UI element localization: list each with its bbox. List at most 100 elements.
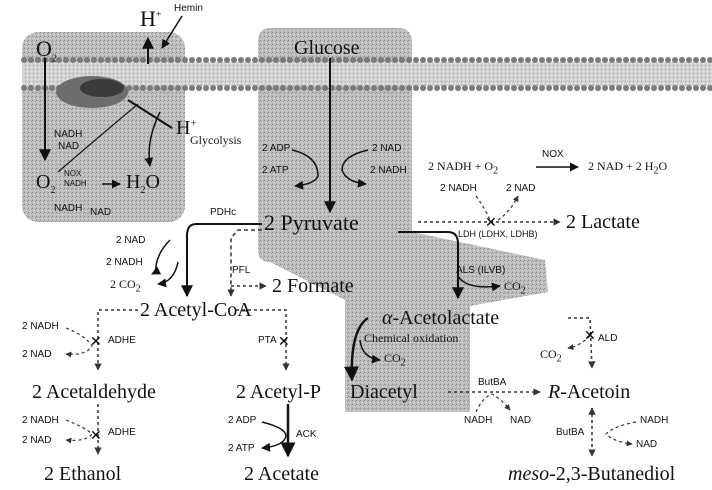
lipid-head: [469, 57, 475, 63]
arrow-ldh-nad: [498, 196, 518, 220]
lipid-head: [245, 85, 251, 91]
lipid-head: [616, 57, 622, 63]
water-label: H2O: [126, 172, 160, 196]
lipid-head: [427, 85, 433, 91]
nadh-left-label: NADH: [54, 204, 82, 214]
lipid-head: [161, 85, 167, 91]
pyruvate-label: 2 Pyruvate: [264, 212, 359, 234]
lipid-head: [259, 85, 265, 91]
lipid-head: [560, 57, 566, 63]
butba-top-enzyme-label: ButBA: [478, 378, 506, 388]
arrow-pyruvate-acetylcoa: [187, 224, 262, 296]
lipid-head: [406, 57, 412, 63]
lipid-head: [133, 85, 139, 91]
pdh-enzyme-label: PDHc: [210, 208, 236, 218]
lipid-head: [448, 57, 454, 63]
lipid-head: [693, 85, 699, 91]
pdh-nad-label: 2 NAD: [116, 236, 145, 246]
butba2-nadh-label: NADH: [640, 416, 668, 426]
ald-enzyme-label: ALD: [598, 334, 617, 344]
nox-small-nadh-label: NADH: [64, 180, 87, 188]
lipid-head: [21, 85, 27, 91]
lipid-head: [511, 57, 517, 63]
lipid-head: [476, 57, 482, 63]
lipid-head: [168, 85, 174, 91]
ack-adp-label: 2 ADP: [228, 416, 256, 426]
lipid-head: [266, 57, 272, 63]
lipid-head: [91, 57, 97, 63]
lipid-head: [70, 57, 76, 63]
lipid-head: [504, 57, 510, 63]
lipid-head: [245, 57, 251, 63]
lipid-head: [224, 57, 230, 63]
arrow-butba2-nadh: [606, 422, 636, 444]
lipid-head: [126, 57, 132, 63]
lipid-head: [259, 57, 265, 63]
lipid-head: [252, 85, 258, 91]
butanediol-label: meso-2,3-Butanediol: [508, 464, 675, 484]
lipid-head: [154, 57, 160, 63]
lipid-head: [560, 85, 566, 91]
lipid-head: [567, 57, 573, 63]
als-co2-label: CO2: [504, 280, 526, 296]
lipid-head: [280, 57, 286, 63]
acetyl-coa-label: 2 Acetyl-CoA: [140, 300, 252, 320]
r-acetoin-label: R-Acetoin: [548, 382, 630, 402]
cytochrome-core: [80, 79, 124, 97]
nad-left-label: NAD: [90, 208, 111, 218]
lipid-head: [385, 85, 391, 91]
nox-products-label: 2 NAD + 2 H2O: [588, 160, 667, 176]
lipid-head: [469, 85, 475, 91]
lipid-head: [532, 57, 538, 63]
lipid-head: [574, 85, 580, 91]
lipid-head: [490, 85, 496, 91]
ethanol-label: 2 Ethanol: [44, 464, 121, 484]
adhe2-enzyme-label: ADHE: [108, 428, 136, 438]
lipid-head: [210, 85, 216, 91]
lipid-head: [448, 85, 454, 91]
lipid-head: [665, 85, 671, 91]
lipid-head: [140, 85, 146, 91]
lipid-head: [476, 85, 482, 91]
nox-equation-label: 2 NADH + O2: [428, 160, 498, 176]
butba2-nad-label: NAD: [636, 440, 657, 450]
nadh-right-label: 2 NADH: [370, 166, 407, 176]
lipid-head: [637, 85, 643, 91]
lipid-head: [371, 85, 377, 91]
lipid-head: [189, 57, 195, 63]
acetate-label: 2 Acetate: [244, 464, 319, 484]
pdh-nadh-label: 2 NADH: [106, 258, 143, 268]
lipid-head: [287, 85, 293, 91]
lipid-head: [364, 85, 370, 91]
lipid-head: [420, 57, 426, 63]
lipid-head: [665, 57, 671, 63]
lipid-head: [637, 57, 643, 63]
lipid-head: [406, 85, 412, 91]
lipid-head: [434, 57, 440, 63]
ldh-enzyme-label: LDH (LDHX, LDHB): [458, 230, 538, 239]
lipid-head: [182, 85, 188, 91]
adhe1-nad-label: 2 NAD: [22, 350, 51, 360]
hemin-label: Hemin: [174, 4, 203, 14]
lipid-head: [497, 57, 503, 63]
lipid-head: [294, 85, 300, 91]
adhe2-nadh-label: 2 NADH: [22, 416, 59, 426]
lipid-head: [497, 85, 503, 91]
oxygen-bottom-label: O2: [36, 172, 55, 196]
lipid-head: [532, 85, 538, 91]
lipid-head: [518, 85, 524, 91]
lipid-head: [133, 57, 139, 63]
lipid-head: [609, 57, 615, 63]
lipid-head: [154, 85, 160, 91]
lipid-head: [427, 57, 433, 63]
lipid-head: [651, 85, 657, 91]
lipid-head: [630, 57, 636, 63]
lipid-head: [672, 85, 678, 91]
diacetyl-label: Diacetyl: [350, 382, 418, 402]
lipid-head: [343, 85, 349, 91]
lipid-head: [623, 85, 629, 91]
lipid-head: [168, 57, 174, 63]
butba1-nad-label: NAD: [510, 416, 531, 426]
lipid-head: [658, 85, 664, 91]
